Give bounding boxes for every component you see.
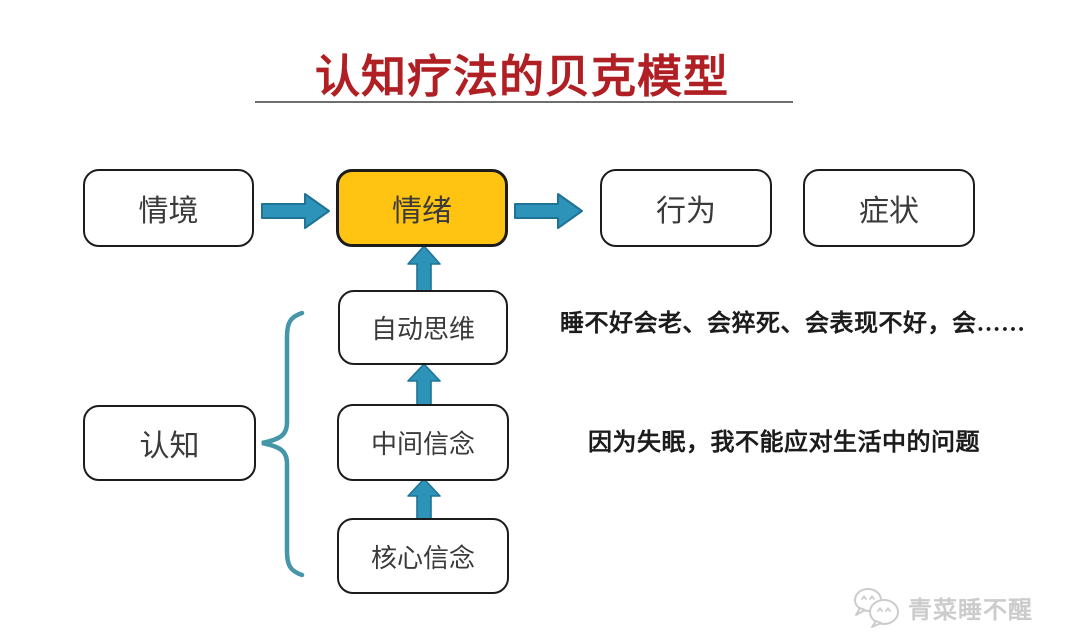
title-underline [255, 101, 793, 103]
watermark: 青菜睡不醒 [852, 586, 1033, 628]
node-behavior-label: 行为 [656, 195, 716, 228]
node-intermediate-beliefs-label: 中间信念 [370, 430, 475, 459]
arrow-up-icon [407, 363, 441, 406]
node-emotion: 情绪 [336, 169, 508, 247]
node-symptom: 症状 [803, 169, 975, 247]
annotation-intermediate-belief: 因为失眠，我不能应对生活中的问题 [588, 430, 980, 456]
annotation-automatic-thought: 睡不好会老、会猝死、会表现不好，会…… [560, 311, 1026, 337]
node-behavior: 行为 [600, 169, 772, 247]
node-automatic-thoughts: 自动思维 [338, 290, 508, 365]
node-core-beliefs-label: 核心信念 [370, 543, 475, 573]
node-symptom-label: 症状 [859, 195, 919, 228]
arrow-up-icon [407, 245, 441, 292]
wechat-icon [854, 588, 899, 628]
node-automatic-thoughts-label: 自动思维 [370, 315, 475, 344]
node-emotion-label: 情绪 [392, 195, 452, 228]
arrow-right-icon [514, 193, 583, 229]
arrow-right-icon [261, 193, 330, 229]
watermark-text: 青菜睡不醒 [908, 597, 1033, 624]
node-cognition-label: 认知 [139, 430, 200, 463]
page-title: 认知疗法的贝克模型 [314, 52, 729, 102]
node-situation-label: 情境 [138, 195, 199, 228]
node-situation: 情境 [83, 169, 254, 247]
arrow-up-icon [407, 478, 441, 520]
node-core-beliefs: 核心信念 [337, 518, 509, 594]
node-cognition: 认知 [83, 405, 256, 481]
node-intermediate-beliefs: 中间信念 [337, 404, 509, 481]
curly-brace-icon [261, 310, 305, 578]
